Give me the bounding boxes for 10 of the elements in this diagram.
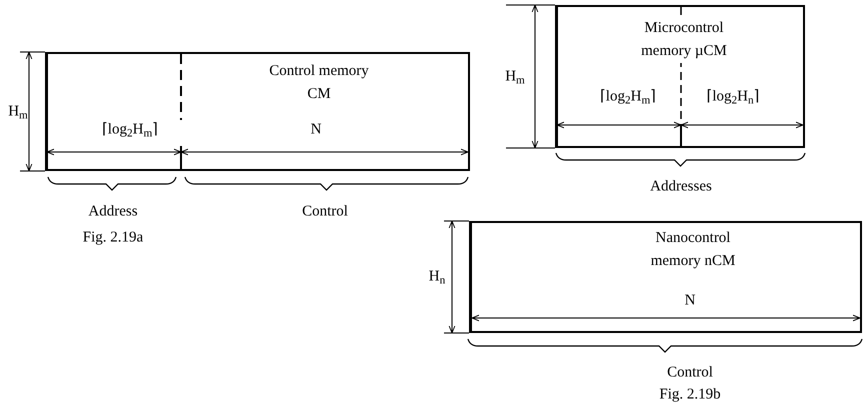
dimension-label: H$_{n}$ [428,270,446,284]
dimension-label: H$_{m}$ [8,104,28,120]
field-width-label: ⌈log$_{2}$H$_{m}$⌉ [600,90,656,104]
figure-caption: Fig. 2.19a [82,230,144,246]
memory-box [45,52,470,171]
memory-box [469,221,862,333]
figure-caption: Fig. 2.19b [659,388,721,402]
field-width-label: ⌈log$_{2}$H$_{n}$⌉ [706,90,760,104]
dimension-label: H$_{m}$ [505,70,525,84]
field-width-label: ⌈log$_{2}$H$_{m}$⌉ [102,122,158,138]
